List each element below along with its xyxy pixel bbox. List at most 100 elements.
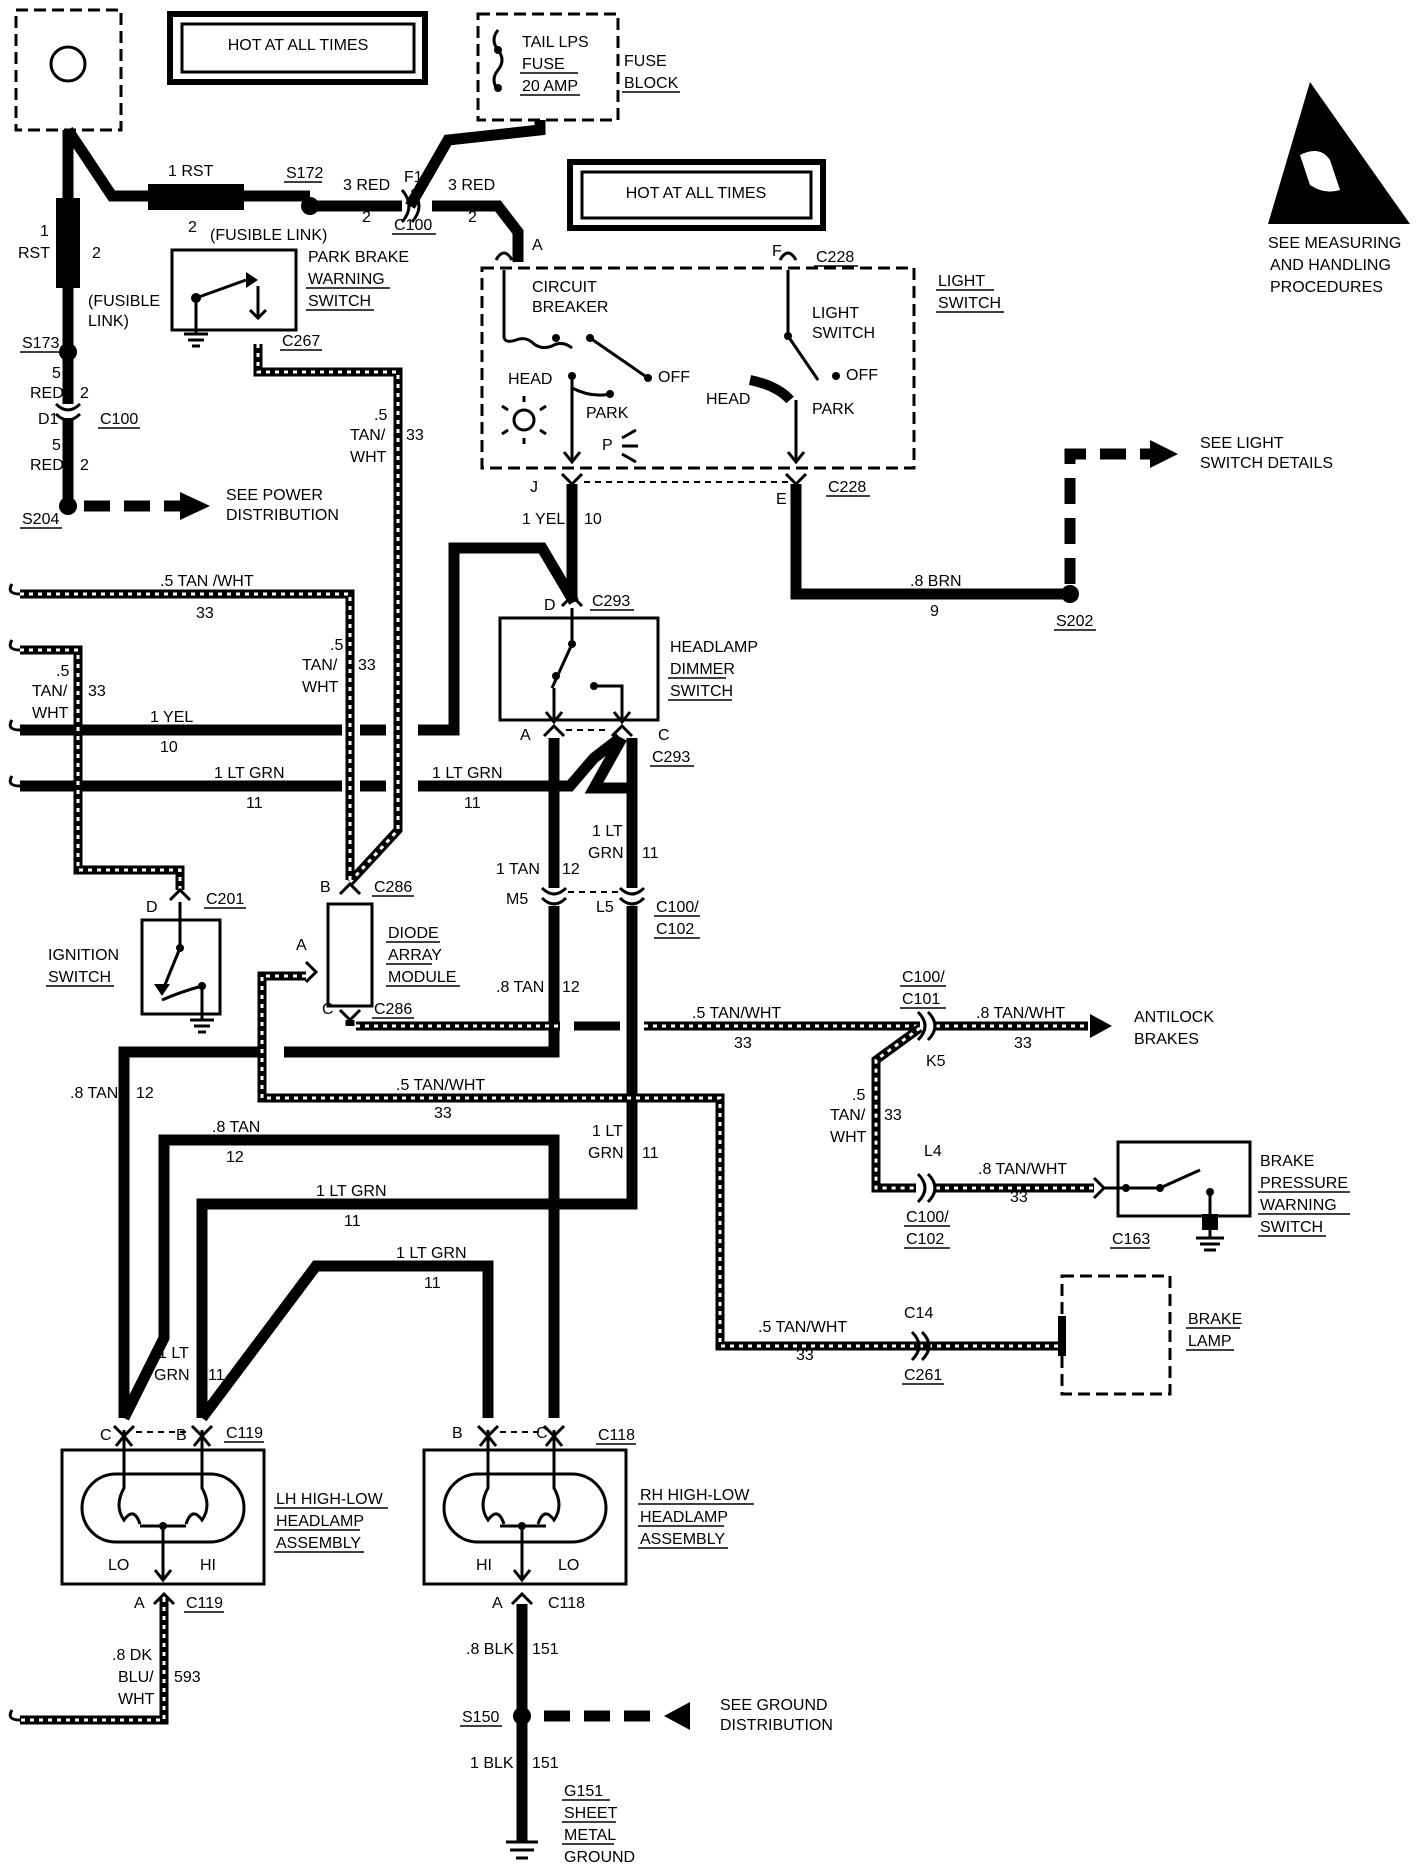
label-pin-e: E [776, 491, 787, 508]
splice-s204 [59, 497, 77, 515]
wire-tan-to-headlamps [119, 1134, 560, 1421]
label-blk-circ-a: 151 [532, 1641, 559, 1658]
hot-label-mid: HOT AT ALL TIMES [626, 185, 767, 202]
label-tan-park-1: .5 [374, 407, 387, 424]
label-8-tan-b: .8 TAN [70, 1085, 118, 1102]
ignition-switch: IGNITION SWITCH [46, 887, 222, 1034]
label-red-b: RED [30, 457, 64, 474]
label-pin-a-lh: A [134, 1595, 145, 1612]
label-8-tan-a: .8 TAN [496, 979, 544, 996]
lh-hi-label: HI [200, 1557, 216, 1574]
label-tan-park-2: TAN/ [350, 427, 386, 444]
ls-head-right: HEAD [706, 391, 750, 408]
dimmer-label-1: HEADLAMP [670, 639, 758, 656]
label-fusible-v1: (FUSIBLE [88, 293, 160, 310]
label-rst-v3: 2 [92, 245, 101, 262]
label-tan-mid-2: TAN/ [302, 657, 338, 674]
label-pin-j: J [530, 479, 538, 496]
label-l4: L4 [924, 1143, 942, 1160]
label-8-tan-c: .8 TAN [212, 1119, 260, 1136]
label-pin-b-rh: B [452, 1425, 463, 1442]
wire-tan-12-lower [284, 906, 560, 1058]
ground-label-2: SHEET [564, 1805, 618, 1822]
label-fusible-link: (FUSIBLE LINK) [210, 227, 327, 244]
label-c286-bottom: C286 [374, 1001, 412, 1018]
label-brn: .8 BRN [910, 573, 962, 590]
label-pin-c-rh: C [536, 1425, 548, 1442]
dimmer-label-3: SWITCH [670, 683, 733, 700]
label-pin-f-ls: F [772, 243, 782, 260]
wire-ltgrn-to-lh-b [196, 1198, 570, 1418]
label-tan-left-c: 33 [88, 683, 106, 700]
hot-at-all-times-box-left: HOT AT ALL TIMES [167, 11, 428, 85]
dimmer-label-2: DIMMER [670, 661, 735, 678]
label-ltgrn-circ-a: 11 [246, 795, 263, 812]
label-grn-a: GRN [588, 845, 624, 862]
label-tanwht-mid-circ: 33 [434, 1105, 452, 1122]
label-c293-top: C293 [592, 593, 630, 610]
label-s150: S150 [462, 1709, 499, 1726]
fusible-link-vertical [56, 198, 80, 288]
circuit-breaker-label-1: CIRCUIT [532, 279, 597, 296]
label-tan-mid-c: 33 [358, 657, 376, 674]
ls-off-right: OFF [846, 367, 878, 384]
splice-s202 [1061, 585, 1079, 603]
label-pin-c-lh: C [100, 1427, 112, 1444]
label-grn-circ-a: 11 [642, 845, 659, 862]
label-pin-a-rh: A [492, 1595, 503, 1612]
rh-hi-label: HI [476, 1557, 492, 1574]
hot-label-left: HOT AT ALL TIMES [228, 37, 369, 54]
label-pin-d-ign: D [146, 899, 158, 916]
label-c119-bottom: C119 [186, 1595, 223, 1612]
label-pin-b-lh: B [176, 1427, 187, 1444]
label-grn-circ-b: 11 [642, 1145, 659, 1162]
label-tan-mid-1: .5 [330, 637, 343, 654]
fusible-link-horizontal [148, 184, 244, 210]
brake-pressure-label-1: BRAKE [1260, 1153, 1314, 1170]
circuit-breaker-label-2: BREAKER [532, 299, 608, 316]
inner-light-switch-1: LIGHT [812, 305, 859, 322]
label-tanwht-8-b: .8 TAN/WHT [978, 1161, 1067, 1178]
label-grn-circ-c: 11 [208, 1367, 225, 1384]
label-s173: S173 [22, 335, 59, 352]
fuse-block-label-1: FUSE [624, 53, 667, 70]
label-1-lt-b: 1 LT [592, 1123, 623, 1140]
wire-ltgrn-to-rh-b [197, 1260, 494, 1422]
label-tan-left-1: .5 [56, 663, 69, 680]
label-1-rst: 1 RST [168, 163, 214, 180]
diode-array-module: DIODE ARRAY MODULE [304, 881, 460, 1023]
ls-p-symbol: P [602, 437, 613, 454]
label-tanwht-8-a-circ: 33 [1014, 1035, 1032, 1052]
esd-text-1: SEE MEASURING [1268, 235, 1401, 252]
wire-tan-wht-park-brake [253, 344, 403, 886]
lh-label-3: ASSEMBLY [276, 1535, 361, 1552]
label-red-circ-c: 2 [80, 385, 89, 402]
lh-lo-label: LO [108, 1557, 129, 1574]
label-blk-circ-b: 151 [532, 1755, 559, 1772]
ground-label-1: G151 [564, 1783, 603, 1800]
rh-headlamp-assembly: HI LO RH HIGH-LOW HEADLAMP ASSEMBLY [422, 1430, 754, 1586]
label-red-circ-d: 2 [80, 457, 89, 474]
label-fusible-v2: LINK) [88, 313, 129, 330]
hot-at-all-times-box-mid: HOT AT ALL TIMES [567, 159, 826, 231]
light-switch: CIRCUIT BREAKER HEAD PARK OFF P LIGHT SW… [480, 251, 1004, 470]
fuse-label-2: FUSE [522, 56, 565, 73]
label-red5-a: 5 [52, 365, 61, 382]
label-dkblu-2: BLU/ [118, 1669, 154, 1686]
label-1-lt-grn: 1 LT [592, 823, 623, 840]
label-ltgrn-left-a: 1 LT GRN [214, 765, 285, 782]
brake-lamp: BRAKE LAMP [1058, 1274, 1242, 1396]
light-switch-label-2: SWITCH [938, 295, 1001, 312]
label-tan-circ-a: 12 [562, 861, 580, 878]
rh-label-3: ASSEMBLY [640, 1531, 725, 1548]
label-8-blk: .8 BLK [466, 1641, 514, 1658]
ground-g151-icon [506, 1840, 538, 1860]
label-c118-bottom: C118 [548, 1595, 585, 1612]
wire-tan-wht-network [20, 589, 1094, 1725]
label-tanwht-8-a: .8 TAN/WHT [976, 1005, 1065, 1022]
label-3-red-a: 3 RED [343, 177, 390, 194]
label-tan-k5-3: WHT [830, 1129, 867, 1146]
label-1-tan: 1 TAN [496, 861, 540, 878]
label-ltgrn-c: 1 LT GRN [316, 1183, 387, 1200]
